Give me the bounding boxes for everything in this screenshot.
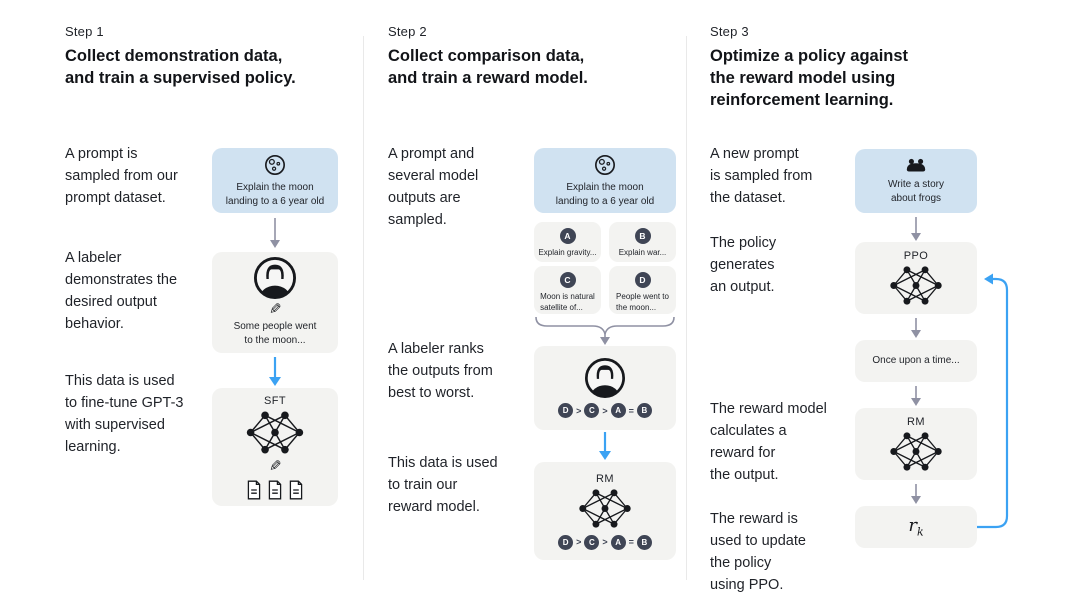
step3-label: Step 3 bbox=[710, 24, 749, 39]
step2-label: Step 2 bbox=[388, 24, 427, 39]
ppo-label: PPO bbox=[903, 249, 929, 262]
document-icon bbox=[289, 480, 303, 499]
step3-annotation-reward: The reward model calculates a reward for… bbox=[710, 401, 827, 483]
rank-badge: A bbox=[610, 403, 626, 418]
step2-labeler-box: D > C > A = B bbox=[534, 346, 676, 430]
moon-icon bbox=[265, 155, 285, 175]
step3-title: Optimize a policy against the reward mod… bbox=[710, 47, 909, 109]
step3-reward-box: rk bbox=[855, 506, 977, 548]
document-icon bbox=[247, 480, 261, 499]
rm-label: RM bbox=[596, 472, 614, 485]
step2-annotation-ranks: A labeler ranks the outputs from best to… bbox=[388, 341, 493, 401]
step2-title: Collect comparison data, and train a rew… bbox=[388, 47, 588, 87]
moon-icon bbox=[595, 155, 615, 175]
output-chip-b: B Explain war... bbox=[609, 222, 676, 262]
neural-network-icon bbox=[246, 411, 304, 453]
person-avatar-icon bbox=[585, 358, 625, 398]
rank-badge: C bbox=[584, 534, 600, 550]
pencil-icon: ✎ bbox=[268, 457, 282, 475]
step1-annotation-labeler: A labeler demonstrates the desired outpu… bbox=[65, 250, 178, 332]
rank-badge: C bbox=[584, 403, 600, 418]
output-text: Moon is natural satellite of... bbox=[540, 292, 595, 312]
step3-annotation-prompt: A new prompt is sampled from the dataset… bbox=[710, 146, 813, 206]
rank-badge: A bbox=[610, 534, 626, 550]
pencil-icon: ✎ bbox=[268, 301, 282, 318]
rank-badge: B bbox=[636, 403, 652, 418]
person-avatar-icon bbox=[254, 257, 296, 299]
step3-output-text: Once upon a time... bbox=[872, 355, 960, 366]
step3-annotation-policy: The policy generates an output. bbox=[710, 235, 777, 295]
output-badge: D bbox=[634, 272, 651, 288]
output-badge: C bbox=[559, 272, 576, 288]
output-badge: A bbox=[559, 228, 576, 244]
rm-label: RM bbox=[907, 415, 925, 428]
reward-value: rk bbox=[908, 515, 923, 539]
document-icon bbox=[268, 480, 282, 499]
step3-annotation-update: The reward is used to update the policy … bbox=[710, 511, 806, 593]
step3-rm-box: RM bbox=[855, 408, 977, 480]
rank-operator: > bbox=[576, 405, 582, 416]
step1-labeler-output-text: Some people went to the moon... bbox=[233, 321, 317, 346]
step1-annotation-finetune: This data is used to fine-tune GPT-3 wit… bbox=[65, 373, 184, 455]
reward-subscript: k bbox=[916, 525, 924, 539]
step2-annotation-train: This data is used to train our reward mo… bbox=[388, 455, 498, 515]
step1-label: Step 1 bbox=[65, 24, 104, 39]
step2-annotation-sampled: A prompt and several model outputs are s… bbox=[388, 146, 479, 228]
sft-label: SFT bbox=[264, 394, 286, 407]
step1-labeler-box: ✎ Some people went to the moon... bbox=[212, 252, 338, 353]
rank-operator: = bbox=[628, 537, 634, 547]
neural-network-icon bbox=[890, 431, 942, 471]
output-chip-c: C Moon is natural satellite of... bbox=[534, 266, 601, 314]
step1-prompt-box: Explain the moon landing to a 6 year old bbox=[212, 148, 338, 213]
step1-sft-box: SFT ✎ bbox=[212, 388, 338, 506]
frog-icon bbox=[906, 158, 926, 172]
column-divider bbox=[363, 36, 364, 580]
rank-operator: > bbox=[602, 405, 608, 416]
step1-prompt-text: Explain the moon landing to a 6 year old bbox=[225, 182, 325, 207]
step3-prompt-text: Write a story about frogs bbox=[888, 179, 944, 204]
rank-badge: B bbox=[636, 534, 652, 550]
output-chip-d: D People went to the moon... bbox=[609, 266, 676, 314]
output-text: Explain war... bbox=[618, 248, 667, 257]
reward-variable: r bbox=[908, 515, 917, 537]
neural-network-icon bbox=[579, 488, 631, 528]
step3-prompt-box: Write a story about frogs bbox=[855, 149, 977, 213]
documents-row bbox=[246, 480, 304, 500]
step1-annotation-prompt: A prompt is sampled from our prompt data… bbox=[65, 146, 178, 206]
ranking-row: D > C > A = B bbox=[558, 403, 652, 418]
rank-badge: D bbox=[558, 403, 574, 418]
output-chip-a: A Explain gravity... bbox=[534, 222, 601, 262]
step2-prompt-text: Explain the moon landing to a 6 year old bbox=[555, 182, 655, 207]
neural-network-icon bbox=[890, 265, 942, 305]
step3-ppo-box: PPO bbox=[855, 242, 977, 314]
step2-prompt-box: Explain the moon landing to a 6 year old bbox=[534, 148, 676, 213]
column-divider bbox=[686, 36, 687, 580]
output-text: Explain gravity... bbox=[538, 248, 597, 257]
rank-operator: = bbox=[628, 405, 634, 416]
rank-badge: D bbox=[558, 534, 574, 550]
output-badge: B bbox=[634, 228, 651, 244]
step3-output-box: Once upon a time... bbox=[855, 340, 977, 382]
rank-operator: > bbox=[576, 537, 582, 547]
rank-operator: > bbox=[602, 537, 608, 547]
step1-title: Collect demonstration data, and train a … bbox=[65, 47, 296, 87]
step2-rm-box: RM D > C > A = B bbox=[534, 462, 676, 560]
ranking-row: D > C > A = B bbox=[558, 534, 652, 550]
output-text: People went to the moon... bbox=[616, 292, 669, 312]
